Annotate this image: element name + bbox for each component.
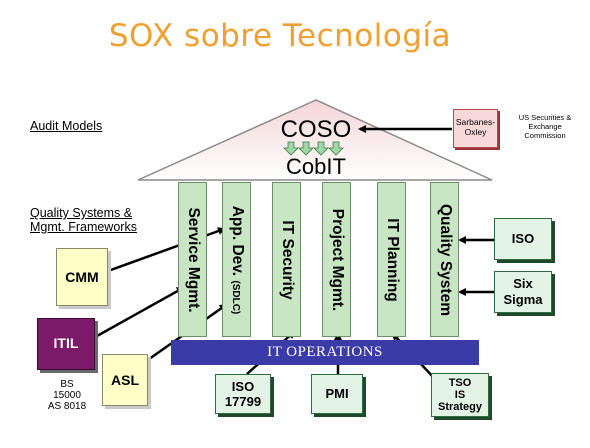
- quality-frameworks-label: Quality Systems & Mgmt. Frameworks: [30, 206, 137, 234]
- cobit-label: CobIT: [286, 154, 346, 179]
- sec-label: US Securities & Exchange Commission: [505, 113, 585, 140]
- tso-line3: Strategy: [437, 401, 483, 413]
- pillar-label: Quality System: [436, 203, 454, 316]
- audit-models-label: Audit Models: [30, 119, 103, 133]
- pillar-label: Project Mgmt.: [328, 208, 346, 311]
- pillar-it-security: IT Security: [272, 182, 301, 337]
- itil-box: ITIL: [37, 318, 95, 370]
- pillar-label-app-dev: App. Dev. (SDLC): [228, 205, 246, 314]
- sdlc-label: (SDLC): [229, 279, 241, 314]
- it-operations-base: IT OPERATIONS: [171, 340, 479, 365]
- sec-line3: Commission: [524, 131, 566, 140]
- tso-line2: IS: [454, 389, 466, 401]
- bs-line1: BS: [60, 379, 74, 390]
- pillar-label: IT Planning: [383, 217, 401, 302]
- iso17799-box: ISO 17799: [215, 374, 271, 414]
- itil-arrow: [96, 286, 185, 338]
- pillar-label: IT Security: [278, 219, 296, 300]
- pillar-label: Service Mgmt.: [184, 206, 202, 313]
- iso-box: ISO: [494, 218, 552, 260]
- cmm-box: CMM: [56, 248, 108, 306]
- pillar-service-mgmt: Service Mgmt.: [178, 182, 207, 337]
- quality-label-line2: Mgmt. Frameworks: [30, 220, 137, 234]
- sec-line2: Exchange: [528, 122, 562, 131]
- bs-line3: AS 8018: [47, 401, 87, 412]
- roof: [137, 99, 493, 181]
- cobit-down-arrows: [283, 141, 344, 156]
- page-title: SOX sobre Tecnología: [108, 18, 452, 54]
- pillar-it-planning: IT Planning: [377, 182, 406, 337]
- pmi-box: PMI: [311, 374, 363, 414]
- bs-line2: 15000: [53, 390, 81, 401]
- six-sigma-line2: Sigma: [503, 292, 543, 307]
- sec-line1: US Securities &: [518, 113, 572, 122]
- pillar-quality-system: Quality System: [430, 182, 459, 337]
- iso17799-line2: 17799: [224, 394, 262, 409]
- bs-label: BS 15000 AS 8018: [34, 379, 100, 412]
- sarbanes-oxley-box: Sarbanes- Oxley: [453, 109, 498, 148]
- app-dev-label: App. Dev.: [228, 205, 246, 276]
- sarbanes-line1: Sarbanes-: [455, 117, 496, 127]
- pillar-project-mgmt: Project Mgmt.: [322, 182, 351, 337]
- coso-label: COSO: [280, 116, 352, 143]
- tso-is-strategy-box: TSO IS Strategy: [431, 373, 489, 417]
- sarbanes-line2: Oxley: [464, 127, 487, 137]
- quality-label-line1: Quality Systems &: [30, 206, 133, 220]
- iso17799-line1: ISO: [231, 379, 255, 394]
- six-sigma-line1: Six: [513, 276, 533, 291]
- pillar-app-dev: App. Dev. (SDLC): [222, 182, 251, 337]
- asl-box: ASL: [102, 354, 148, 406]
- tso-line1: TSO: [448, 377, 472, 389]
- six-sigma-box: Six Sigma: [494, 271, 552, 313]
